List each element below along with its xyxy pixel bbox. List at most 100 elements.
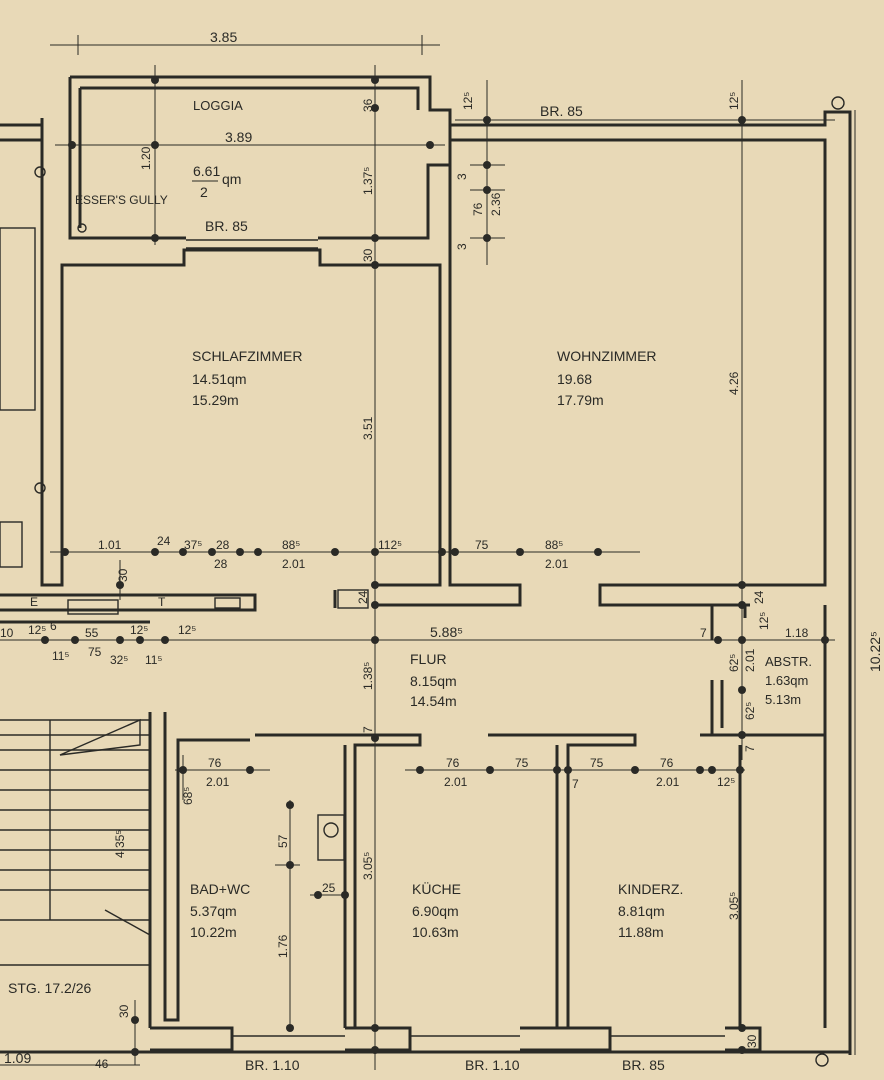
dim-118: 1.18: [785, 626, 809, 640]
dim-351: 3.51: [361, 416, 375, 440]
dim-76: 76: [471, 202, 485, 216]
dim-435: 4.35⁵: [113, 830, 127, 858]
row2-3: 2.01: [444, 775, 468, 789]
bad-name: BAD+WC: [190, 881, 250, 897]
dim-3b: 3: [455, 243, 469, 250]
loggia-width: 3.89: [225, 129, 252, 145]
row1-4: 88⁵: [282, 538, 300, 552]
dim-30a: 30: [361, 248, 375, 262]
dim-109: 1.09: [4, 1050, 31, 1066]
wohnzimmer-perimeter: 17.79m: [557, 392, 604, 408]
dim-30c: 30: [117, 1004, 131, 1018]
dim-125b: 12⁵: [727, 92, 741, 110]
top-window: BR. 85: [540, 103, 583, 119]
dim-120: 1.20: [139, 146, 153, 170]
kinderz-area: 8.81qm: [618, 903, 665, 919]
dim-236: 2.36: [489, 192, 503, 216]
left-7: 75: [88, 645, 102, 659]
dim-57: 57: [276, 834, 290, 848]
letter-t: T: [158, 595, 166, 609]
labels: 3.85 LOGGIA 3.89 6.61 2 qm BR. 85 ESSER'…: [0, 29, 883, 1073]
dim-426: 4.26: [727, 371, 741, 395]
row1-1: 24: [157, 534, 171, 548]
row2-8: 12⁵: [717, 775, 735, 789]
walls: [0, 75, 852, 1067]
row2-7: 2.01: [656, 775, 680, 789]
row1-0: 1.01: [98, 538, 122, 552]
dim-7d: 7: [572, 777, 579, 791]
kueche-perimeter: 10.63m: [412, 924, 459, 940]
row1-3: 28: [216, 538, 230, 552]
loggia-area-unit: qm: [222, 171, 241, 187]
row2-1: 2.01: [206, 775, 230, 789]
esser-gully-label: ESSER'S GULLY: [75, 193, 168, 207]
row2-4: 75: [515, 756, 529, 770]
dim-625a: 62⁵: [727, 654, 741, 672]
dim-305a: 3.05⁵: [361, 852, 375, 880]
row2-2: 76: [446, 756, 460, 770]
row2-5: 75: [590, 756, 604, 770]
wohnzimmer-area: 19.68: [557, 371, 592, 387]
dim-30d: 30: [745, 1034, 759, 1048]
loggia-area-num: 6.61: [193, 163, 220, 179]
row1-7: 88⁵: [545, 538, 563, 552]
left-1: 12⁵: [28, 623, 46, 637]
kinderz-perimeter: 11.88m: [618, 924, 664, 940]
dim-top-width: 3.85: [210, 29, 237, 45]
row2-0: 76: [208, 756, 222, 770]
left-8: 32⁵: [110, 653, 128, 667]
flur-area: 8.15qm: [410, 673, 457, 689]
kinderz-name: KINDERZ.: [618, 881, 683, 897]
bottom-window-0: BR. 1.10: [245, 1057, 300, 1073]
dimension-dots: [41, 76, 829, 1056]
stairs-label: STG. 17.2/26: [8, 980, 91, 996]
left-9: 11⁵: [145, 653, 162, 667]
wohnzimmer-name: WOHNZIMMER: [557, 348, 657, 364]
dim-3a: 3: [455, 173, 469, 180]
row1-5: 112⁵: [378, 538, 402, 552]
bottom-window-2: BR. 85: [622, 1057, 665, 1073]
left-3: 55: [85, 626, 99, 640]
schlafzimmer-perimeter: 15.29m: [192, 392, 239, 408]
dim-176: 1.76: [276, 934, 290, 958]
abstr-area: 1.63qm: [765, 673, 808, 688]
dim-36: 36: [361, 98, 375, 112]
total-height: 10.22⁵: [867, 631, 883, 672]
dim-125c: 12⁵: [757, 612, 771, 630]
bad-area: 5.37qm: [190, 903, 237, 919]
dim-7a: 7: [700, 626, 707, 640]
dim-125a: 12⁵: [461, 92, 475, 110]
left-6: 11⁵: [52, 649, 69, 663]
flur-perimeter: 14.54m: [410, 693, 457, 709]
dim-25: 25: [322, 881, 336, 895]
dim-30b: 30: [116, 568, 130, 582]
dim-201a: 2.01: [743, 648, 757, 672]
dim-7b: 7: [361, 726, 375, 733]
dim-625b: 62⁵: [743, 702, 757, 720]
flur-name: FLUR: [410, 651, 447, 667]
dimension-lines: [0, 35, 856, 1070]
abstr-perimeter: 5.13m: [765, 692, 801, 707]
row2-6: 76: [660, 756, 674, 770]
schlafzimmer-name: SCHLAFZIMMER: [192, 348, 302, 364]
kueche-name: KÜCHE: [412, 880, 461, 897]
left-4: 12⁵: [130, 623, 148, 637]
schlafzimmer-area: 14.51qm: [192, 371, 246, 387]
row1-sub-2: 2.01: [545, 557, 569, 571]
dim-24: 24: [356, 590, 370, 604]
kueche-area: 6.90qm: [412, 903, 459, 919]
abstr-name: ABSTR.: [765, 654, 812, 669]
row1-sub-0: 28: [214, 557, 228, 571]
loggia-window: BR. 85: [205, 218, 248, 234]
left-2: 6: [50, 619, 57, 633]
bad-perimeter: 10.22m: [190, 924, 237, 940]
loggia-name: LOGGIA: [193, 98, 243, 113]
row1-sub-1: 2.01: [282, 557, 306, 571]
dim-46: 46: [95, 1057, 109, 1071]
left-5: 12⁵: [178, 623, 196, 637]
letter-e: E: [30, 595, 38, 609]
dim-305b: 3.05⁵: [727, 892, 741, 920]
bottom-window-1: BR. 1.10: [465, 1057, 520, 1073]
row1-6: 75: [475, 538, 489, 552]
